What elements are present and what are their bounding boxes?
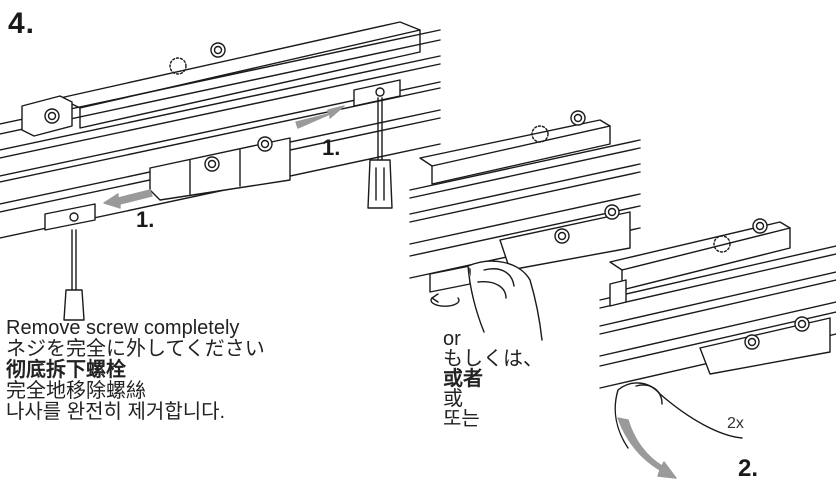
caption-chinese-simplified: 彻底拆下螺栓: [6, 359, 126, 381]
step-two-label: 2.: [738, 455, 759, 482]
caption-japanese: ネジを完全に外してください: [6, 338, 265, 360]
caption-chinese-traditional: 完全地移除螺絲: [6, 380, 146, 402]
rail-assembly-pull: [599, 218, 836, 449]
arrow-left-indicator: [103, 189, 153, 209]
alternative-chinese-traditional: 或: [443, 388, 463, 410]
alternative-english: or: [443, 328, 461, 350]
step-number: 4.: [8, 7, 36, 40]
repeat-count-label: 2x: [727, 415, 744, 432]
alternative-caption: or もしくは、 或者 或 또는: [443, 329, 543, 429]
arrow-right-label: 1.: [322, 135, 341, 160]
alternative-korean: 또는: [443, 408, 480, 430]
pull-down-arrow: [617, 417, 677, 479]
alternative-japanese: もしくは、: [443, 348, 543, 370]
instruction-caption: Remove screw completely ネジを完全に外してください 彻底…: [6, 318, 265, 423]
caption-english: Remove screw completely: [6, 317, 240, 339]
rail-assembly-hand: [409, 110, 641, 341]
arrow-right-indicator: [295, 105, 345, 129]
rail-assembly-main: [0, 21, 441, 321]
alternative-chinese-simplified: 或者: [443, 368, 483, 390]
caption-korean: 나사를 완전히 제거합니다.: [6, 401, 226, 423]
arrow-left-label: 1.: [136, 207, 155, 232]
